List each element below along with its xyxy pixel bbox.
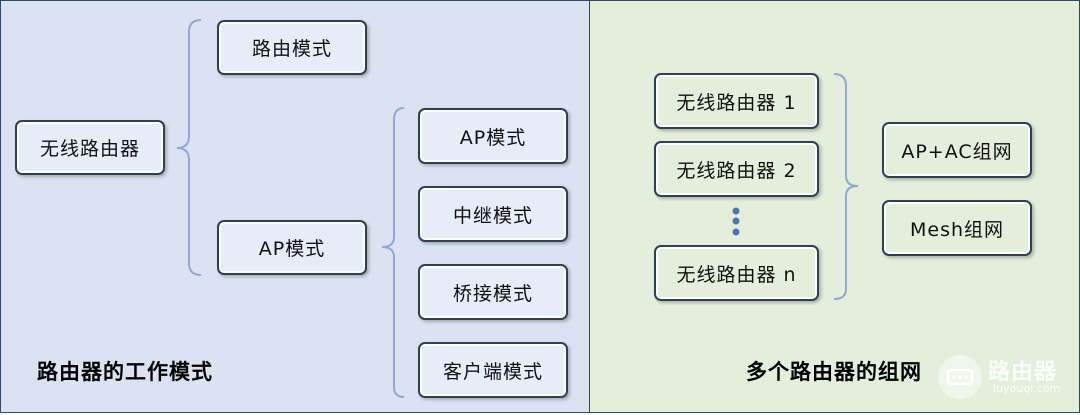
- watermark-logo-icon: [938, 355, 982, 399]
- brace-ap-modes: [381, 107, 405, 398]
- node-router-n: 无线路由器 n: [654, 245, 819, 301]
- ellipsis-dot: [732, 207, 740, 215]
- node-ap-mode: AP模式: [418, 108, 568, 164]
- brace-routers: [833, 73, 859, 300]
- left-caption: 路由器的工作模式: [37, 360, 213, 384]
- root-node-wireless-router: 无线路由器: [15, 120, 165, 175]
- node-router-2: 无线路由器 2: [654, 141, 819, 197]
- ellipsis-dot: [732, 217, 740, 225]
- node-client-mode: 客户端模式: [418, 342, 568, 398]
- watermark-text: 路由器: [988, 360, 1058, 385]
- node-mesh-network: Mesh组网: [882, 200, 1032, 256]
- right-caption: 多个路由器的组网: [746, 360, 922, 384]
- node-repeater-mode: 中继模式: [418, 186, 568, 242]
- node-ap-mode-branch: AP模式: [217, 220, 367, 275]
- brace-root: [176, 19, 202, 276]
- node-bridge-mode: 桥接模式: [418, 264, 568, 320]
- watermark-subtext: luyouqi.com: [993, 382, 1061, 395]
- node-router-mode: 路由模式: [217, 20, 367, 75]
- ellipsis-dot: [732, 228, 740, 236]
- node-router-1: 无线路由器 1: [654, 73, 819, 129]
- node-ap-ac-network: AP+AC组网: [882, 122, 1032, 178]
